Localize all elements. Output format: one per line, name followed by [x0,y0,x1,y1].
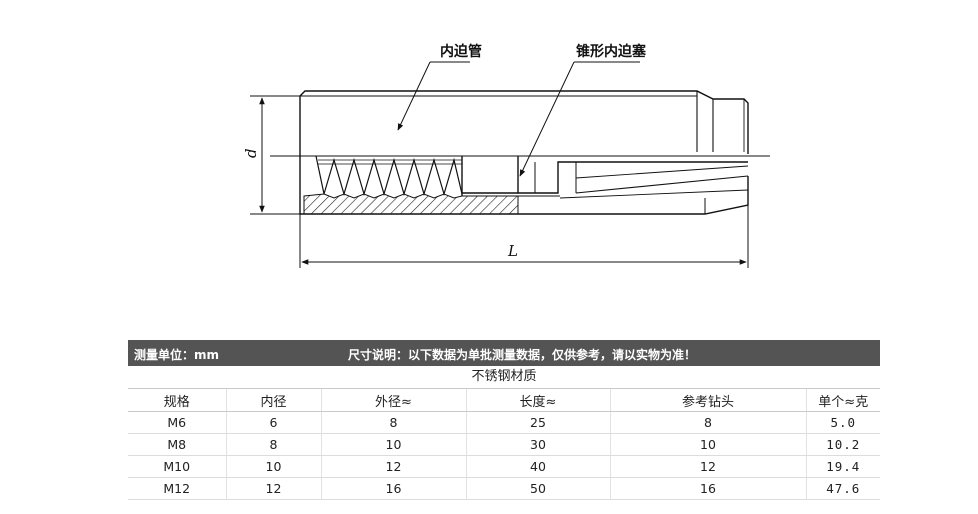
measurement-header-bar: 测量单位：mm 尺寸说明：以下数据为单批测量数据，仅供参考，请以实物为准！ [128,340,880,366]
cell-length: 40 [465,455,610,478]
spec-section: 测量单位：mm 尺寸说明：以下数据为单批测量数据，仅供参考，请以实物为准！ 不锈… [128,340,880,500]
cell-length: 30 [465,433,610,456]
cell-outer-diameter: 8 [320,411,466,434]
anchor-technical-drawing: 内迫管 锥形内迫塞 d L [242,43,770,268]
section-hatch [303,193,519,215]
table-row: M12 12 16 50 16 47.6 [128,477,880,500]
cell-spec: M8 [128,433,226,456]
anchor-body [270,90,770,215]
spec-table: 规格 内径 外径≈ 长度≈ 参考钻头 单个≈克 M6 6 8 25 8 5.0 … [128,388,880,500]
callout-tapered-plug: 锥形内迫塞 [576,43,647,60]
dimension-l-label: L [507,242,518,260]
cell-weight: 19.4 [805,455,880,478]
cell-inner-diameter: 12 [225,477,321,500]
column-header-outer-diameter: 外径≈ [320,388,466,412]
spec-table-header: 规格 内径 外径≈ 长度≈ 参考钻头 单个≈克 [128,388,880,412]
callout-inner-tube: 内迫管 [440,43,482,60]
cell-length: 25 [465,411,610,434]
cell-spec: M12 [128,477,226,500]
table-row: M10 10 12 40 12 19.4 [128,455,880,478]
cell-outer-diameter: 10 [320,433,466,456]
column-header-spec: 规格 [128,388,226,412]
column-header-weight: 单个≈克 [805,388,880,412]
cell-weight: 47.6 [805,477,880,500]
cell-drill-bit: 8 [609,411,806,434]
cell-outer-diameter: 16 [320,477,466,500]
cell-drill-bit: 12 [609,455,806,478]
cell-inner-diameter: 8 [225,433,321,456]
thread-profile [315,155,463,197]
cell-weight: 5.0 [805,411,880,434]
cell-spec: M10 [128,455,226,478]
column-header-drill-bit: 参考钻头 [609,388,806,412]
column-header-inner-diameter: 内径 [225,388,321,412]
column-header-length: 长度≈ [465,388,610,412]
material-caption: 不锈钢材质 [471,369,537,384]
measurement-note: 尺寸说明：以下数据为单批测量数据，仅供参考，请以实物为准！ [348,348,697,362]
table-row: M6 6 8 25 8 5.0 [128,411,880,434]
cell-drill-bit: 10 [609,433,806,456]
cell-length: 50 [465,477,610,500]
cell-spec: M6 [128,411,226,434]
measurement-unit: 测量单位：mm [134,348,220,362]
cell-inner-diameter: 6 [225,411,321,434]
cell-outer-diameter: 12 [320,455,466,478]
cell-drill-bit: 16 [609,477,806,500]
cell-weight: 10.2 [805,433,880,456]
dimension-d-label: d [242,148,260,158]
cell-inner-diameter: 10 [225,455,321,478]
table-row: M8 8 10 30 10 10.2 [128,433,880,456]
